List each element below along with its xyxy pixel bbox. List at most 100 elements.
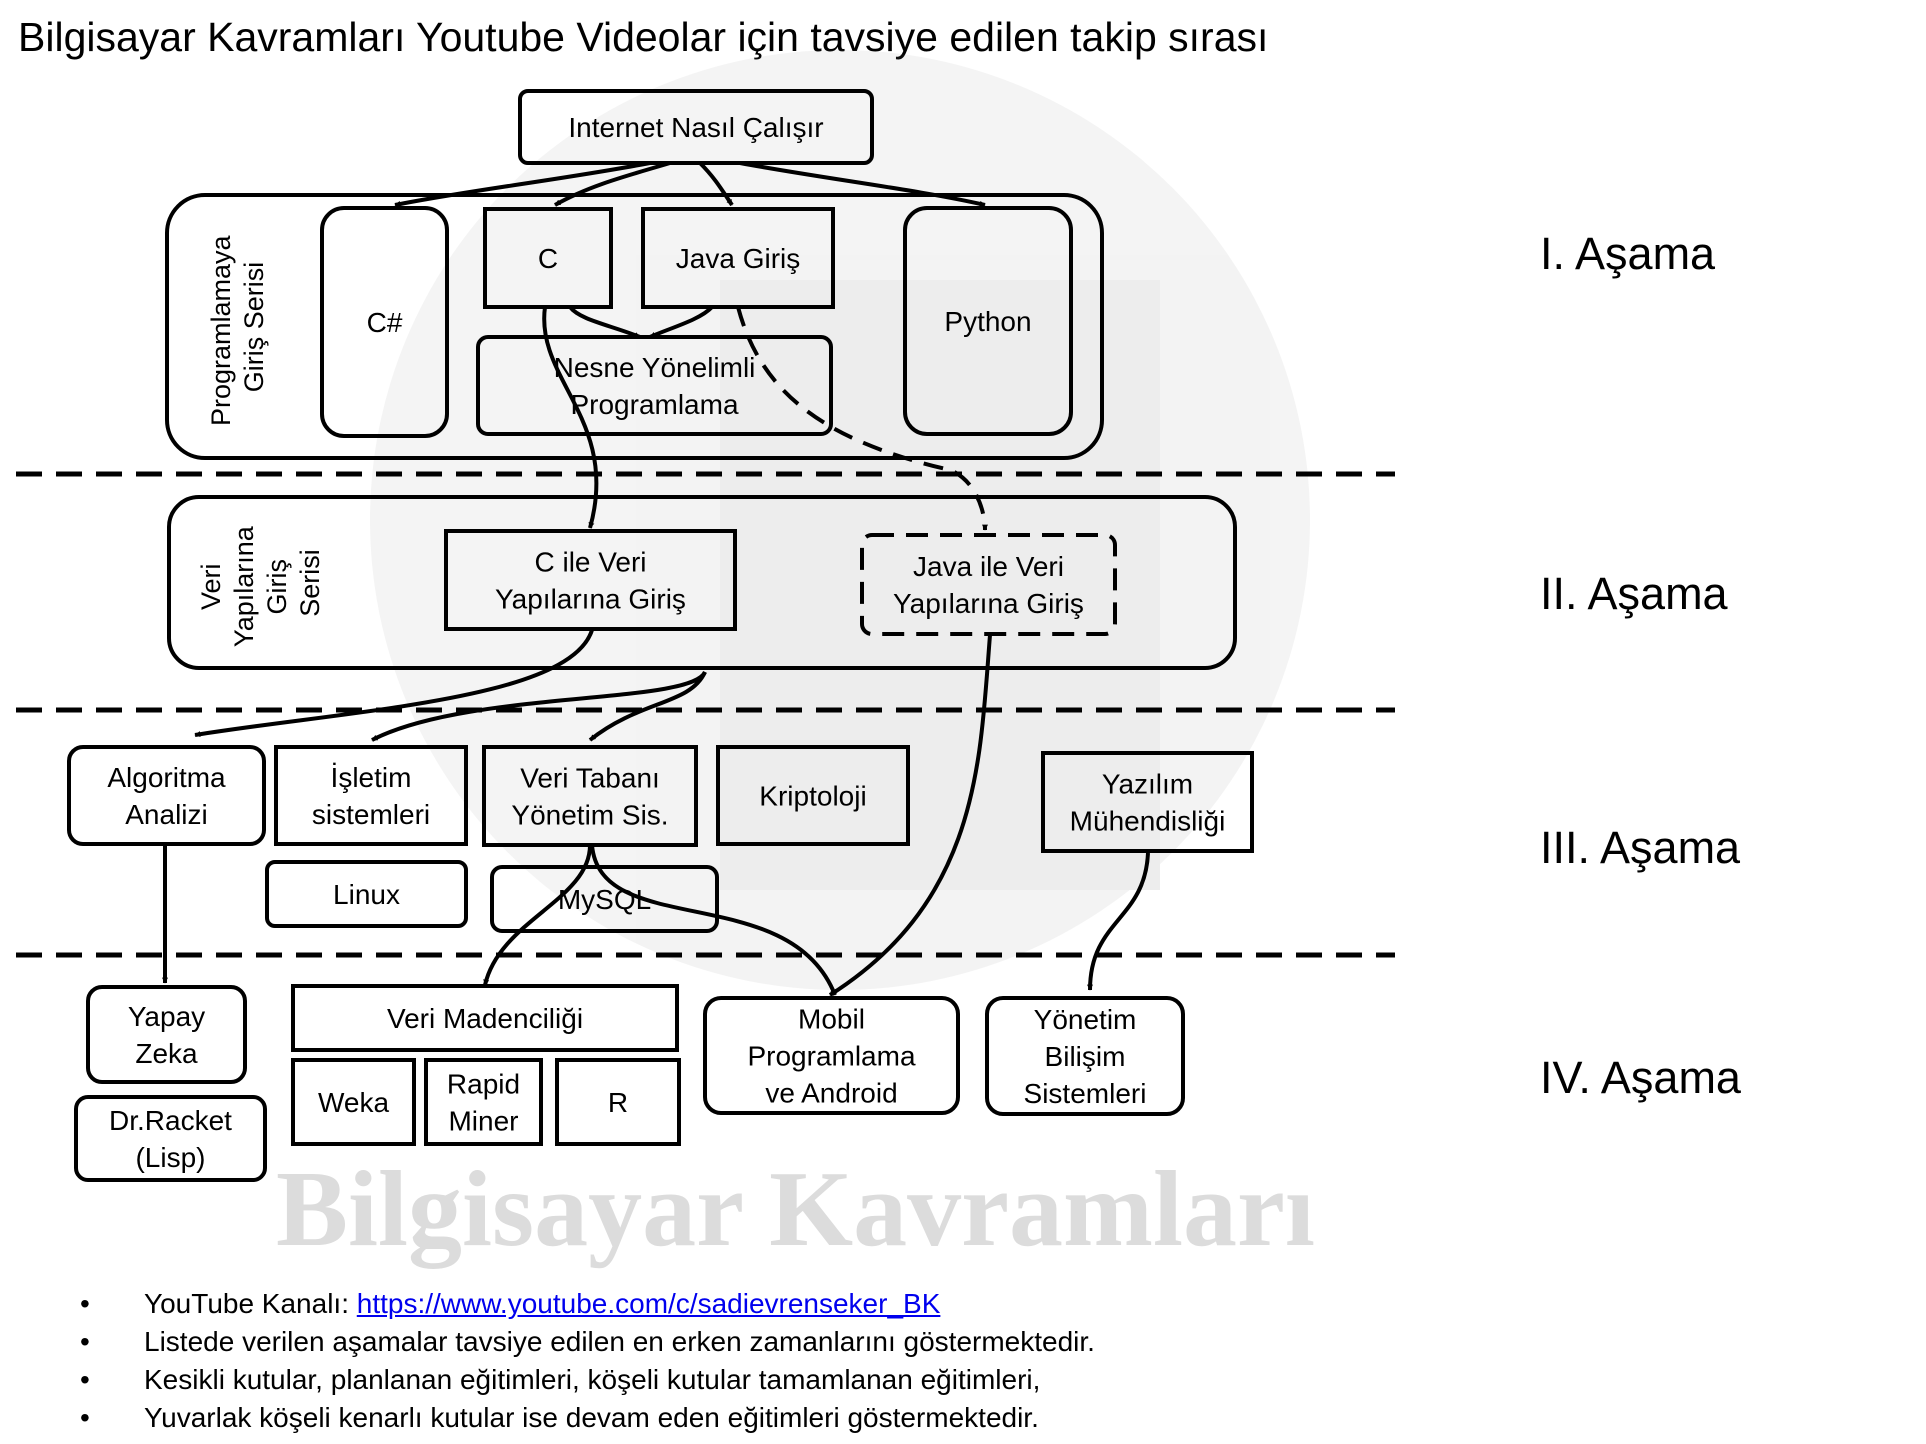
node-os-box: [274, 745, 468, 846]
node-java-box: [641, 207, 835, 309]
edge-db-mobile: [590, 844, 837, 996]
node-oop-label: Nesne Yönelimli: [554, 352, 756, 383]
edge-java-oop: [649, 305, 714, 339]
node-r: R: [555, 1058, 681, 1146]
youtube-channel-link[interactable]: https://www.youtube.com/c/sadievrenseker…: [356, 1288, 941, 1319]
node-os-label: sistemleri: [312, 799, 430, 830]
node-racket-label: Dr.Racket: [109, 1105, 232, 1136]
note-rounded-boxes: Yuvarlak köşeli kenarlı kutular ise deva…: [80, 1399, 1095, 1437]
node-mobile-label: ve Android: [765, 1077, 897, 1108]
note-youtube: YouTube Kanalı: https://www.youtube.com/…: [80, 1285, 1095, 1323]
node-csharp-box: [320, 206, 449, 438]
stage-label-3: III. Aşama: [1540, 822, 1741, 873]
stage-separators: [16, 471, 1395, 958]
node-racket-box: [74, 1095, 267, 1182]
group-programming-frame: [165, 193, 1104, 460]
node-java-ds-label: Java ile Veri: [913, 551, 1064, 582]
node-rapid-label: Miner: [448, 1105, 518, 1136]
node-se-label: Yazılım: [1102, 768, 1193, 799]
node-linux-box: [265, 860, 468, 928]
edge-internet-java: [698, 161, 734, 207]
edge-cds-os: [371, 670, 707, 742]
stage-label-1: I. Aşama: [1540, 228, 1716, 279]
node-weka-label: Weka: [318, 1087, 389, 1118]
node-se-box: [1041, 751, 1254, 853]
node-db-box: [482, 745, 698, 847]
node-crypto-box: [716, 745, 910, 846]
node-r-box: [555, 1058, 681, 1146]
node-ai-label: Yapay: [128, 1001, 205, 1032]
node-mysql: MySQL: [490, 865, 719, 933]
node-oop-box: [476, 335, 833, 436]
page-title: Bilgisayar Kavramları Youtube Videolar i…: [18, 14, 1269, 60]
group-datastructures-label: Veri Yapılarına Giriş Serisi: [196, 519, 325, 648]
edges: [162, 161, 1150, 997]
node-r-label: R: [608, 1087, 628, 1118]
group-programming-label: Programlamaya Giriş Serisi: [206, 228, 269, 426]
node-ai-box: [86, 985, 247, 1084]
node-dm: Veri Madenciliği: [291, 984, 679, 1052]
edge-cds-db: [588, 671, 707, 742]
node-linux-label: Linux: [333, 879, 400, 910]
node-db-label: Veri Tabanı: [520, 762, 660, 793]
stage-label-4: IV. Aşama: [1540, 1052, 1741, 1103]
edge-c-oop: [568, 305, 641, 339]
node-dm-label: Veri Madenciliği: [387, 1003, 583, 1034]
node-os-label: İşletim: [331, 762, 412, 793]
node-rapid-box: [424, 1058, 543, 1146]
node-java-label: Java Giriş: [676, 243, 800, 274]
node-csharp: C#: [320, 206, 449, 438]
edge-javads-mobile: [828, 634, 992, 997]
node-python-box: [903, 206, 1073, 436]
node-weka-box: [291, 1058, 416, 1146]
node-c: C: [483, 207, 613, 309]
legend-notes: YouTube Kanalı: https://www.youtube.com/…: [80, 1285, 1095, 1437]
node-crypto: Kriptoloji: [716, 745, 910, 846]
edge-se-mis: [1087, 852, 1150, 991]
note-youtube-prefix: YouTube Kanalı:: [144, 1288, 357, 1319]
node-weka: Weka: [291, 1058, 416, 1146]
node-python: Python: [903, 206, 1073, 436]
node-mysql-label: MySQL: [558, 884, 651, 915]
edge-internet-c: [554, 161, 671, 207]
group-datastructures-frame: [167, 495, 1237, 670]
node-racket: Dr.Racket (Lisp): [74, 1095, 267, 1182]
node-java: Java Giriş: [641, 207, 835, 309]
node-linux: Linux: [265, 860, 468, 928]
node-racket-label: (Lisp): [135, 1142, 205, 1173]
node-mis-box: [985, 996, 1185, 1116]
node-mis-label: Sistemleri: [1024, 1078, 1147, 1109]
node-internet-label: Internet Nasıl Çalışır: [568, 112, 823, 143]
node-c-ds-label: C ile Veri: [534, 546, 646, 577]
node-c-ds-label: Yapılarına Giriş: [495, 583, 686, 614]
node-mobile-label: Programlama: [747, 1040, 915, 1071]
node-algo-label: Algoritma: [107, 762, 226, 793]
edge-internet-python: [739, 161, 986, 207]
node-python-label: Python: [944, 306, 1031, 337]
node-os: İşletim sistemleri: [274, 745, 468, 846]
node-csharp-label: C#: [367, 307, 403, 338]
node-mis-label: Bilişim: [1045, 1041, 1126, 1072]
node-ai-label: Zeka: [135, 1038, 198, 1069]
node-db-label: Yönetim Sis.: [511, 799, 668, 830]
node-c-box: [483, 207, 613, 309]
watermark-text: Bilgisayar Kavramları: [276, 1150, 1315, 1269]
node-algo-box: [67, 745, 266, 846]
note-stages: Listede verilen aşamalar tavsiye edilen …: [80, 1323, 1095, 1361]
group-programming-series: Programlamaya Giriş Serisi: [165, 193, 1104, 460]
node-c-label: C: [538, 243, 558, 274]
node-oop-label: Programlama: [570, 389, 738, 420]
group-datastructures-series: Veri Yapılarına Giriş Serisi: [167, 495, 1237, 670]
node-c-ds-box: [444, 529, 737, 631]
node-mobile-box: [703, 996, 960, 1115]
